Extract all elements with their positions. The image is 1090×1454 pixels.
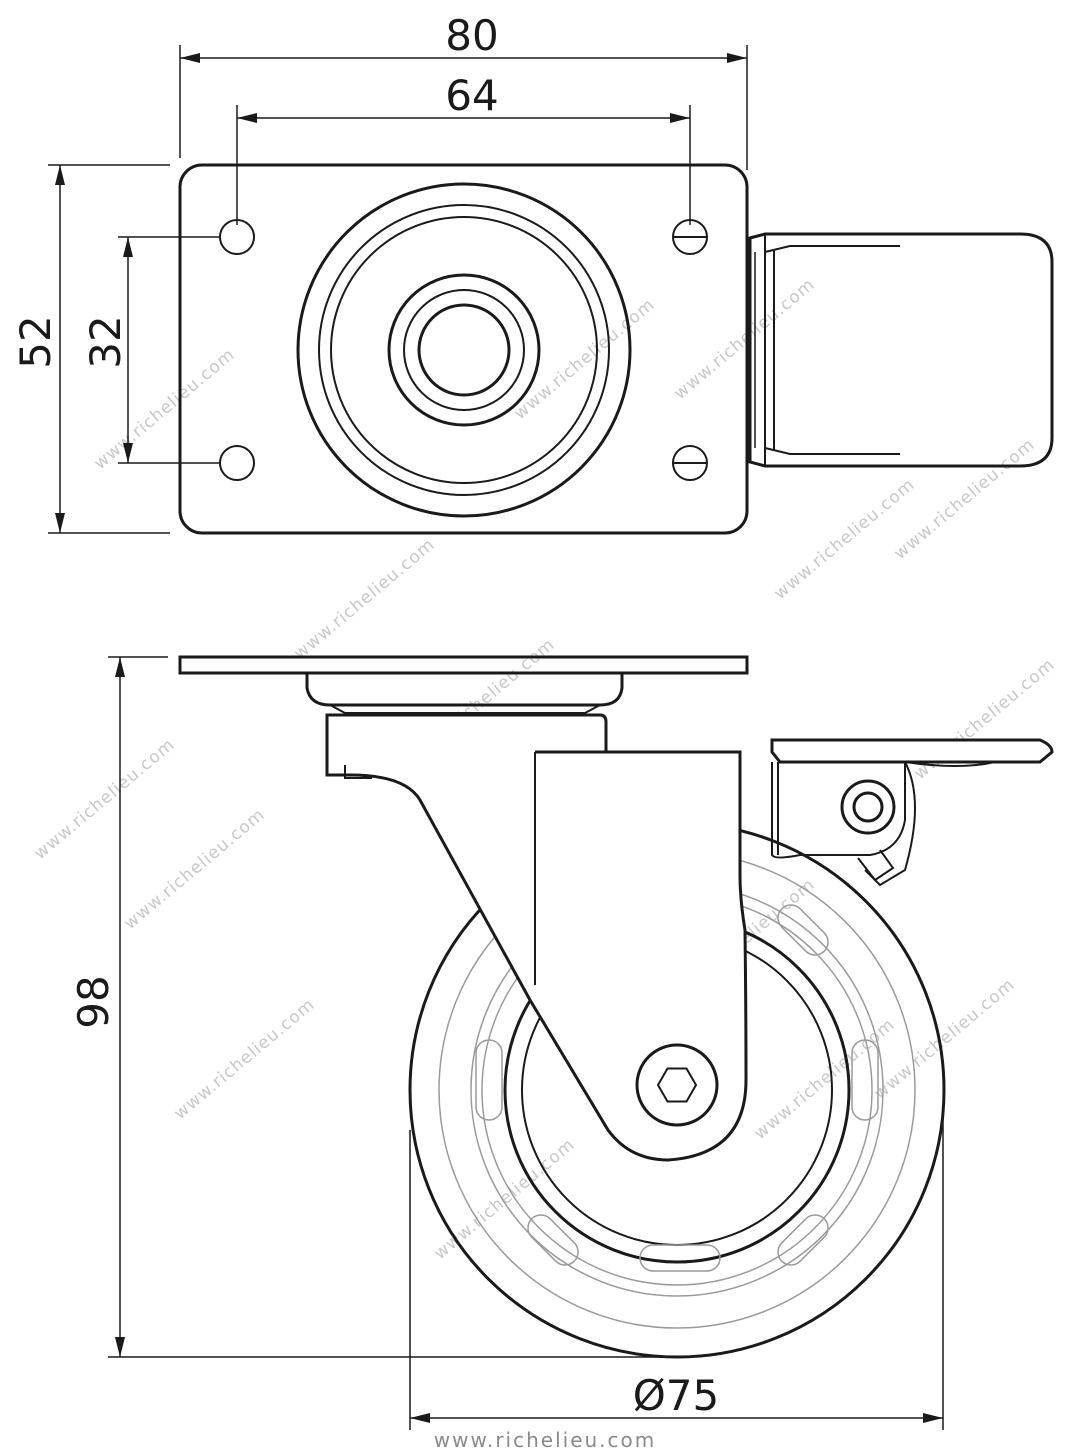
brake-pedal — [770, 738, 1054, 764]
footer-url: www.richelieu.com — [434, 1428, 657, 1452]
watermark-text: www.richelieu.com — [290, 535, 439, 664]
watermark-text: www.richelieu.com — [770, 475, 919, 604]
watermark-text: www.richelieu.com — [30, 735, 179, 864]
dim-label-width-outer: 80 — [445, 11, 498, 60]
dim-label-height-outer: 52 — [11, 315, 60, 368]
swivel-race-side — [329, 704, 601, 714]
mounting-slot — [672, 219, 708, 255]
watermark-text: www.richelieu.com — [670, 275, 819, 404]
dim-label-width-holes: 64 — [445, 71, 498, 120]
fork-detail — [344, 765, 372, 779]
mounting-plate — [178, 163, 749, 535]
fork-body — [325, 713, 748, 1162]
mounting-hole — [219, 219, 255, 255]
dim-label-height-holes: 32 — [81, 315, 130, 368]
watermark-text: www.richelieu.com — [750, 1015, 899, 1144]
brake-pedal-top — [748, 232, 1054, 468]
watermark-text: www.richelieu.com — [890, 435, 1039, 564]
mounting-hole — [219, 445, 255, 481]
watermark-text: www.richelieu.com — [430, 1135, 579, 1264]
brake-assembly — [770, 738, 1054, 887]
dim-label-wheel-diameter: Ø75 — [633, 1371, 720, 1420]
swivel-housing — [305, 673, 624, 707]
axle-bolt — [635, 1043, 719, 1127]
mounting-slot — [672, 445, 708, 481]
plate-side — [178, 655, 749, 675]
swivel-race — [296, 182, 632, 518]
side-view: 98 Ø75 — [69, 655, 1054, 1430]
dim-label-side-height: 98 — [69, 975, 118, 1028]
top-view: 80 64 52 32 — [11, 11, 1054, 535]
watermark-text: www.richelieu.com — [120, 805, 269, 934]
watermark-text: www.richelieu.com — [170, 995, 319, 1124]
